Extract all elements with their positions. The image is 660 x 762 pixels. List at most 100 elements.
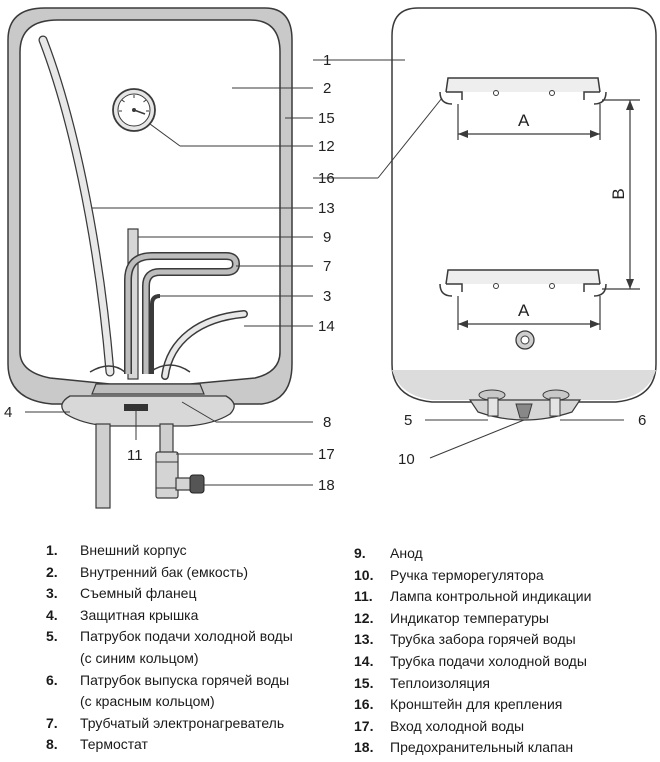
legend-item-number [46, 691, 80, 713]
legend-item-number: 4. [46, 606, 58, 623]
legend-item: 9. Анод [354, 543, 591, 565]
callout-18: 18 [318, 477, 335, 494]
legend-item-number: 15. [354, 674, 374, 691]
thermostat-knob [515, 330, 535, 350]
legend-item-text: (с красным кольцом) [80, 693, 215, 710]
inlet-pipe [159, 423, 174, 455]
legend-item-text: Индикатор температуры [390, 609, 549, 626]
leader-lines [25, 59, 624, 486]
legend-item-text: Кронштейн для крепления [390, 696, 563, 713]
callout-3: 3 [323, 288, 331, 305]
legend-item-number: 14. [354, 652, 374, 669]
legend-item: 7.Трубчатый электронагреватель [46, 713, 293, 735]
callout-numbers: 1 2 15 12 16 13 9 7 3 14 4 8 11 17 18 5 … [4, 52, 646, 494]
hot-outlet-fitting [549, 397, 561, 417]
legend-item: 4. Защитная крышка [46, 605, 293, 627]
mounting-bracket-top [439, 77, 607, 105]
legend-item: 5. Патрубок подачи холодной воды [46, 626, 293, 648]
temperature-indicator [112, 88, 156, 132]
callout-15: 15 [318, 110, 335, 127]
legend-item-number: 9. [354, 545, 366, 561]
legend-item-text: Теплоизоляция [390, 674, 490, 691]
legend-item-text: Съемный фланец [80, 585, 197, 602]
legend-item-text: Защитная крышка [80, 606, 199, 623]
callout-12: 12 [318, 138, 335, 155]
removable-flange [91, 383, 205, 395]
legend-item: 12. Индикатор температуры [354, 608, 591, 630]
cold-inlet-fitting [487, 397, 499, 417]
safety-valve [155, 451, 205, 499]
callout-11: 11 [127, 447, 143, 464]
legend-item-text: Внутренний бак (емкость) [80, 563, 249, 580]
legend-item-number: 10. [354, 566, 374, 583]
dimension-a-top [457, 104, 601, 140]
legend-left-column: 1. Внешний корпус 2. Внутренний бак (емкост… [46, 540, 293, 756]
cutaway-view [7, 7, 293, 509]
legend-item: 16. Кронштейн для крепления [354, 694, 591, 716]
legend-item-text: Термостат [80, 736, 148, 753]
legend-item-text: Лампа контрольной индикации [390, 588, 592, 605]
indicator-lamp [124, 404, 148, 411]
legend-item: 13.Трубка забора горячей воды [354, 629, 591, 651]
legend-right-column: 9. Анод 10. Ручка терморегулятора 11. Лампа к… [354, 543, 591, 759]
mounting-view [391, 7, 657, 421]
callout-1: 1 [323, 52, 331, 69]
legend-item-text: Патрубок подачи холодной воды [80, 628, 293, 645]
legend-item-text: Трубка подачи холодной воды [390, 652, 587, 669]
legend-item: 1. Внешний корпус [46, 540, 293, 562]
mounting-bracket-bottom [439, 269, 607, 297]
dimension-a-bottom-label: A [518, 301, 530, 320]
legend-item: 10. Ручка терморегулятора [354, 565, 591, 587]
legend-item-number: 12. [354, 609, 374, 626]
legend-item: 2. Внутренний бак (емкость) [46, 562, 293, 584]
callout-2: 2 [323, 80, 331, 97]
legend-item-number: 3. [46, 585, 58, 602]
legend-item-number: 16. [354, 696, 374, 713]
callout-13: 13 [318, 200, 335, 217]
callout-9: 9 [323, 229, 331, 246]
legend-item-text: (с синим кольцом) [80, 649, 199, 666]
legend-item-number: 18. [354, 739, 374, 756]
callout-4: 4 [4, 404, 12, 421]
legend-item-number: 5. [46, 628, 58, 645]
dimension-b [602, 99, 640, 290]
legend-item-text: Анод [390, 545, 423, 561]
callout-8: 8 [323, 414, 331, 431]
legend-item: 18. Предохранительный клапан [354, 737, 591, 759]
legend-item-number: 2. [46, 563, 58, 580]
legend-item-text: Вход холодной воды [390, 717, 525, 734]
callout-5: 5 [404, 412, 412, 429]
legend-item-number: 11. [354, 588, 373, 605]
callout-14: 14 [318, 318, 335, 335]
legend-item: 8. Термостат [46, 734, 293, 756]
legend-item: 3. Съемный фланец [46, 583, 293, 605]
callout-6: 6 [638, 412, 646, 429]
legend-item-text: Трубчатый электронагреватель [80, 714, 285, 731]
outlet-pipe [95, 423, 111, 509]
callout-10: 10 [398, 451, 415, 468]
legend-item-text: Предохранительный клапан [390, 739, 574, 756]
legend-item-number: 1. [46, 542, 58, 558]
legend-item-number [46, 648, 80, 670]
legend-item-number: 17. [354, 717, 374, 734]
legend-item: 15. Теплоизоляция [354, 673, 591, 695]
bottom-connections [468, 389, 582, 421]
legend-item: 6. Патрубок выпуска горячей воды [46, 670, 293, 692]
legend-item-text: Внешний корпус [80, 542, 187, 558]
legend-item-text: Патрубок выпуска горячей воды [80, 671, 290, 688]
dimension-a-bottom [457, 296, 601, 330]
legend-item-number: 8. [46, 736, 58, 753]
thermostat-tube [150, 294, 161, 374]
callout-16: 16 [318, 170, 335, 187]
legend-item: (с красным кольцом) [46, 691, 293, 713]
callout-7: 7 [323, 258, 331, 275]
legend-item: 14. Трубка подачи холодной воды [354, 651, 591, 673]
water-heater-diagram: 1 2 15 12 16 13 9 7 3 14 4 8 11 17 18 5 … [4, 7, 657, 509]
dimension-a-top-label: A [518, 111, 530, 130]
legend-item-number: 13. [354, 631, 374, 648]
dimension-b-label: B [609, 188, 628, 199]
legend-item-text: Ручка терморегулятора [390, 566, 544, 583]
legend-item-number: 6. [46, 671, 58, 688]
legend-item: (с синим кольцом) [46, 648, 293, 670]
legend-item: 17. Вход холодной воды [354, 716, 591, 738]
